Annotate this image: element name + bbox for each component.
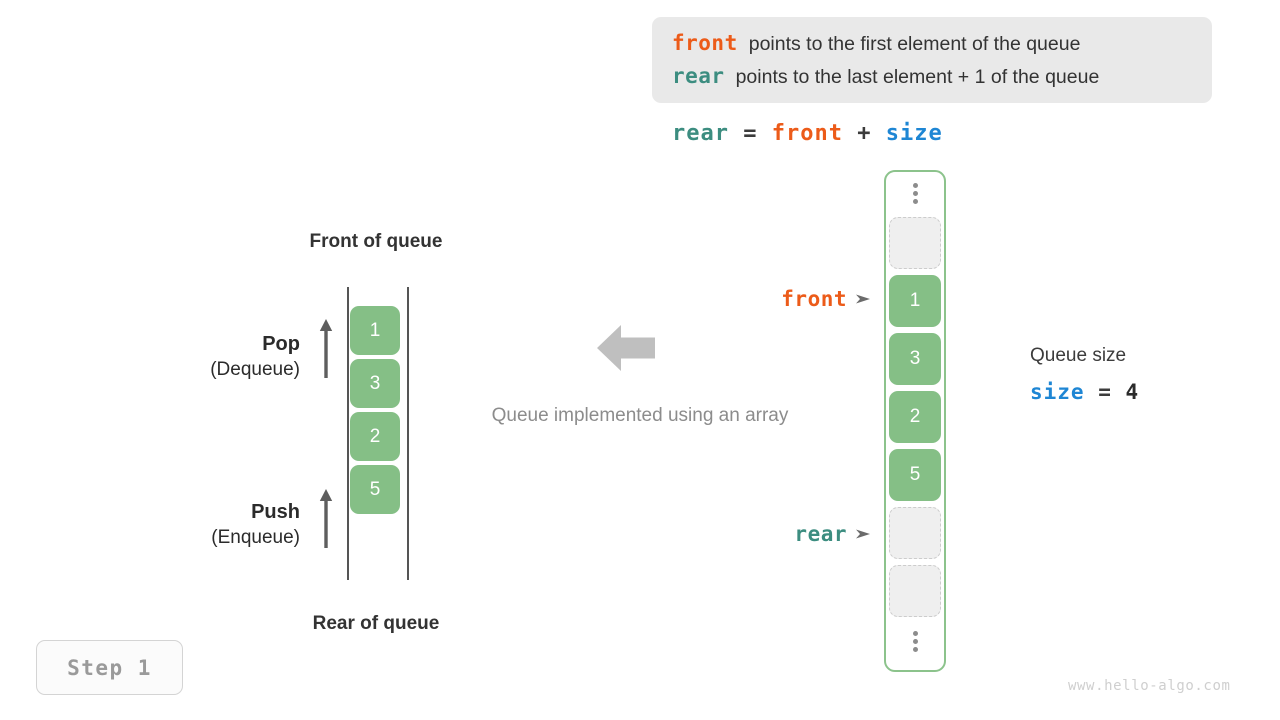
- queue-box: 2: [350, 412, 400, 461]
- formula-size: size: [885, 121, 943, 146]
- queue-rail-right: [407, 287, 409, 580]
- info-callout: front points to the first element of the…: [652, 17, 1212, 103]
- front-of-queue-label: Front of queue: [309, 231, 443, 252]
- formula-front: front: [771, 121, 843, 146]
- queue-box: 5: [350, 465, 400, 514]
- push-arrow-up-icon: [319, 489, 333, 548]
- arrow-head-right-icon: [856, 529, 870, 539]
- rear-formula: rear = front + size: [672, 121, 943, 146]
- formula-rear: rear: [672, 121, 729, 146]
- formula-plus: +: [842, 121, 886, 146]
- rear-pointer-label: rear: [794, 522, 847, 546]
- array-container: 1 3 2 5: [884, 170, 946, 672]
- array-cell-filled: 5: [889, 449, 941, 501]
- center-caption: Queue implemented using an array: [491, 405, 789, 426]
- array-cell-empty: [889, 507, 941, 559]
- front-pointer: front: [700, 287, 872, 311]
- push-title: Push: [251, 501, 300, 523]
- size-formula: size = 4: [1030, 380, 1139, 404]
- ellipsis-bottom-icon: [886, 620, 944, 662]
- size-equals: =: [1084, 380, 1126, 404]
- rear-of-queue-label: Rear of queue: [312, 613, 440, 634]
- array-cell-filled: 1: [889, 275, 941, 327]
- queue-box: 1: [350, 306, 400, 355]
- pop-subtitle: (Dequeue): [210, 358, 300, 380]
- info-line-front: front points to the first element of the…: [672, 30, 1212, 55]
- step-badge: Step 1: [36, 640, 183, 695]
- push-subtitle: (Enqueue): [211, 526, 300, 548]
- size-value: 4: [1125, 380, 1140, 404]
- front-pointer-label: front: [781, 287, 847, 311]
- arrow-head-right-icon: [856, 294, 870, 304]
- array-cell-filled: 3: [889, 333, 941, 385]
- front-description: points to the first element of the queue: [748, 32, 1081, 55]
- pop-arrow-up-icon: [319, 319, 333, 378]
- watermark: www.hello-algo.com: [1068, 678, 1231, 694]
- queue-size-label: Queue size: [1030, 345, 1127, 366]
- array-cell-filled: 2: [889, 391, 941, 443]
- array-cell-empty: [889, 565, 941, 617]
- rear-pointer: rear: [700, 522, 872, 546]
- info-line-rear: rear points to the last element + 1 of t…: [672, 66, 1212, 88]
- rear-keyword: rear: [672, 64, 725, 88]
- front-keyword: front: [672, 30, 738, 55]
- formula-equals: =: [728, 121, 772, 146]
- queue-rail-left: [347, 287, 349, 580]
- rear-description: points to the last element + 1 of the qu…: [735, 66, 1100, 88]
- size-variable: size: [1030, 380, 1085, 404]
- pop-title: Pop: [262, 333, 300, 355]
- left-arrow-icon: [597, 325, 655, 371]
- queue-box: 3: [350, 359, 400, 408]
- push-operation-label: Push (Enqueue): [150, 500, 300, 550]
- ellipsis-top-icon: [886, 172, 944, 214]
- pop-operation-label: Pop (Dequeue): [150, 332, 300, 382]
- array-cell-empty: [889, 217, 941, 269]
